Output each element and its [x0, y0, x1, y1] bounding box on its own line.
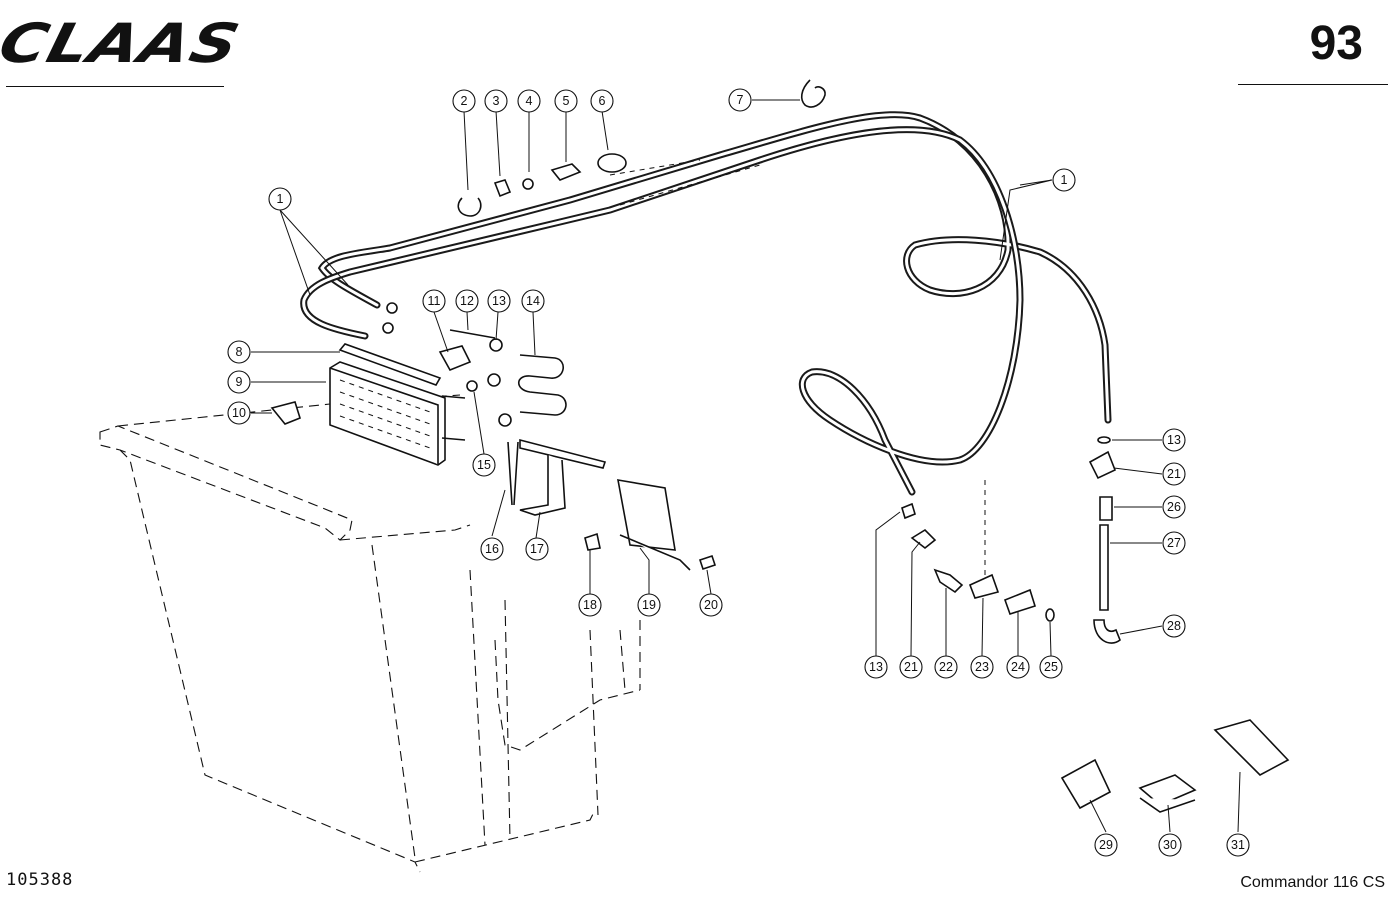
- callout-19: 19: [637, 593, 661, 617]
- svg-text:3: 3: [493, 94, 500, 108]
- svg-text:5: 5: [563, 94, 570, 108]
- callout-4: 4: [517, 89, 541, 113]
- callout-17: 17: [525, 537, 549, 561]
- heater-assembly: [270, 302, 607, 516]
- callout-16: 16: [480, 537, 504, 561]
- svg-text:11: 11: [428, 294, 441, 308]
- callout-26: 26: [1162, 495, 1186, 519]
- callout-18: 18: [578, 593, 602, 617]
- svg-text:17: 17: [530, 542, 544, 556]
- svg-text:13: 13: [869, 660, 883, 674]
- svg-text:27: 27: [1167, 536, 1181, 550]
- callout-31: 31: [1226, 833, 1250, 857]
- callout-6: 6: [590, 89, 614, 113]
- svg-text:19: 19: [642, 598, 656, 612]
- callout-21-right: 21: [1162, 462, 1186, 486]
- svg-text:1: 1: [277, 192, 284, 206]
- callout-1-right: 1: [1052, 168, 1076, 192]
- svg-text:7: 7: [737, 93, 744, 107]
- callout-8: 8: [227, 340, 251, 364]
- svg-text:30: 30: [1163, 838, 1177, 852]
- callout-30: 30: [1158, 833, 1182, 857]
- svg-text:12: 12: [460, 294, 474, 308]
- svg-text:23: 23: [975, 660, 989, 674]
- svg-text:31: 31: [1231, 838, 1245, 852]
- hose-assembly: [300, 111, 1112, 496]
- svg-text:9: 9: [236, 375, 243, 389]
- panel-assembly: [584, 479, 717, 571]
- fittings-lower: [901, 480, 1055, 622]
- callout-13-heater: 13: [487, 289, 511, 313]
- callout-28: 28: [1162, 614, 1186, 638]
- svg-text:22: 22: [939, 660, 953, 674]
- callout-27: 27: [1162, 531, 1186, 555]
- cab-outline: [99, 394, 641, 873]
- callout-25: 25: [1039, 655, 1063, 679]
- callout-14: 14: [521, 289, 545, 313]
- svg-text:18: 18: [583, 598, 597, 612]
- model-name: Commandor 116 CS: [1240, 874, 1385, 891]
- callout-29: 29: [1094, 833, 1118, 857]
- svg-text:6: 6: [599, 94, 606, 108]
- svg-text:10: 10: [232, 406, 246, 420]
- callout-7: 7: [728, 88, 752, 112]
- clip-hardware-row: [457, 79, 826, 217]
- callout-11: 11: [422, 289, 446, 313]
- callout-9: 9: [227, 370, 251, 394]
- mount-parts: [1060, 719, 1290, 813]
- svg-text:16: 16: [485, 542, 499, 556]
- callout-2: 2: [452, 89, 476, 113]
- callout-13-right: 13: [1162, 428, 1186, 452]
- svg-text:13: 13: [1167, 433, 1181, 447]
- callout-1-left: 1: [268, 187, 292, 211]
- callout-20: 20: [699, 593, 723, 617]
- header-rule-left: [6, 86, 224, 87]
- svg-text:25: 25: [1044, 660, 1058, 674]
- fittings-right: [1088, 436, 1121, 644]
- callout-12: 12: [455, 289, 479, 313]
- callout-24: 24: [1006, 655, 1030, 679]
- svg-text:26: 26: [1167, 500, 1181, 514]
- callout-21-lower: 21: [899, 655, 923, 679]
- callout-3: 3: [484, 89, 508, 113]
- svg-text:13: 13: [492, 294, 506, 308]
- svg-text:1: 1: [1061, 173, 1068, 187]
- leader-lines: [251, 99, 1241, 833]
- svg-text:21: 21: [1167, 467, 1181, 481]
- callout-15: 15: [472, 453, 496, 477]
- callout-13-lower: 13: [864, 655, 888, 679]
- svg-text:28: 28: [1167, 619, 1181, 633]
- header-rule-right: [1238, 84, 1388, 85]
- svg-text:2: 2: [461, 94, 468, 108]
- svg-text:21: 21: [904, 660, 918, 674]
- callout-22: 22: [934, 655, 958, 679]
- svg-text:15: 15: [477, 458, 491, 472]
- svg-text:29: 29: [1099, 838, 1113, 852]
- svg-text:4: 4: [526, 94, 533, 108]
- svg-text:20: 20: [704, 598, 718, 612]
- svg-text:14: 14: [526, 294, 540, 308]
- callout-23: 23: [970, 655, 994, 679]
- drawing-number: 105388: [6, 870, 74, 890]
- callout-10: 10: [227, 401, 251, 425]
- page-number: 93: [1309, 17, 1363, 70]
- callout-5: 5: [554, 89, 578, 113]
- svg-text:24: 24: [1011, 660, 1025, 674]
- svg-text:8: 8: [236, 345, 243, 359]
